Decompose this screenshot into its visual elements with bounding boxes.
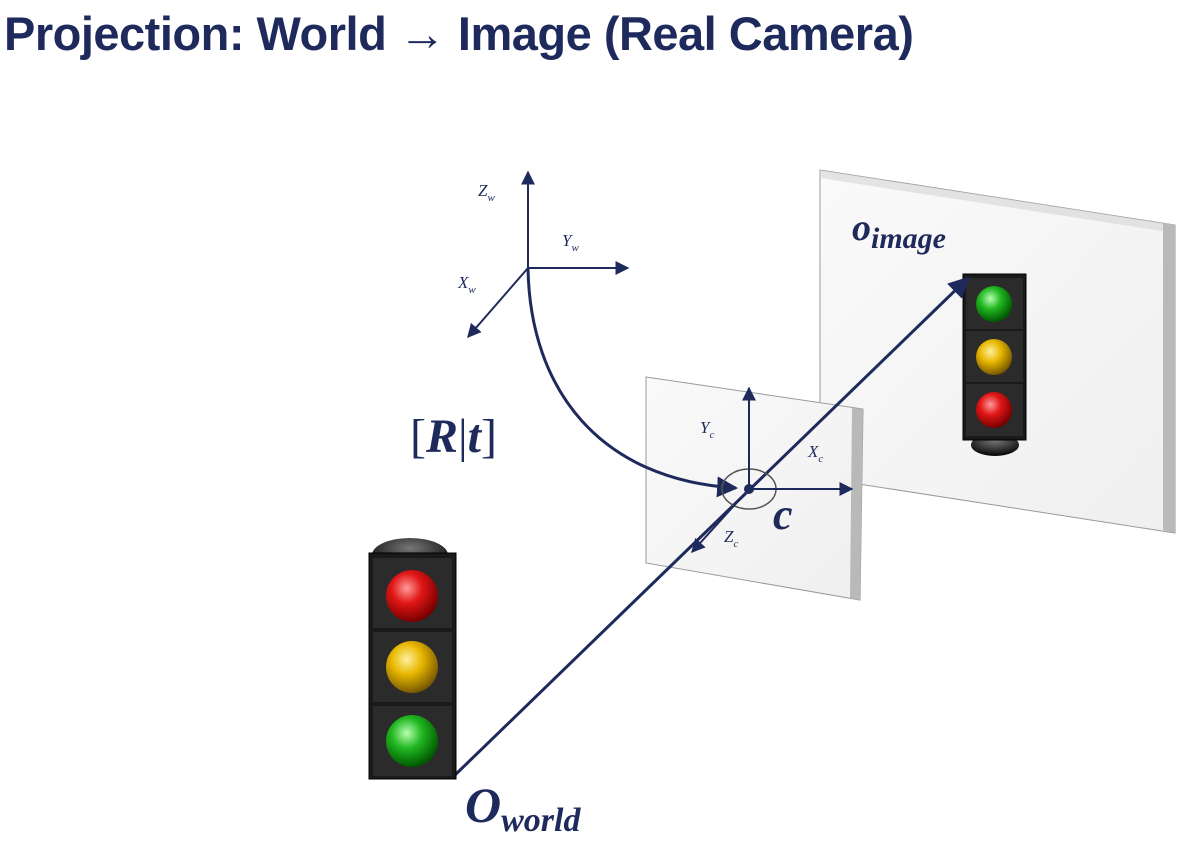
world-x-axis [467,267,529,339]
world-axes [467,170,630,339]
yellow-light [976,339,1012,375]
projected-traffic-light [962,273,1027,456]
camera-x-label: Xc [807,442,823,465]
camera-z-axis [691,488,750,554]
green-light [386,715,438,767]
yellow-light [386,641,438,693]
world-z-label: Zw [478,181,495,204]
world-y-label: Yw [562,231,579,254]
camera-center-point [744,484,754,494]
red-light [976,392,1012,428]
green-light [976,286,1012,322]
camera-y-label: Yc [700,418,714,441]
camera-center-label: c [773,490,793,539]
transform-label: [R|t] [410,410,497,463]
projection-ray [453,276,970,777]
world-origin-label: Oworld [465,777,581,839]
red-light [386,570,438,622]
world-x-label: Xw [457,273,476,296]
image-origin-label: oimage [852,207,946,255]
camera-z-label: Zc [724,527,738,550]
camera-axes [691,386,854,554]
slide-title: Projection: World → Image (Real Camera) [4,7,914,60]
world-traffic-light [368,538,457,780]
rt-transform-curve [526,267,739,498]
